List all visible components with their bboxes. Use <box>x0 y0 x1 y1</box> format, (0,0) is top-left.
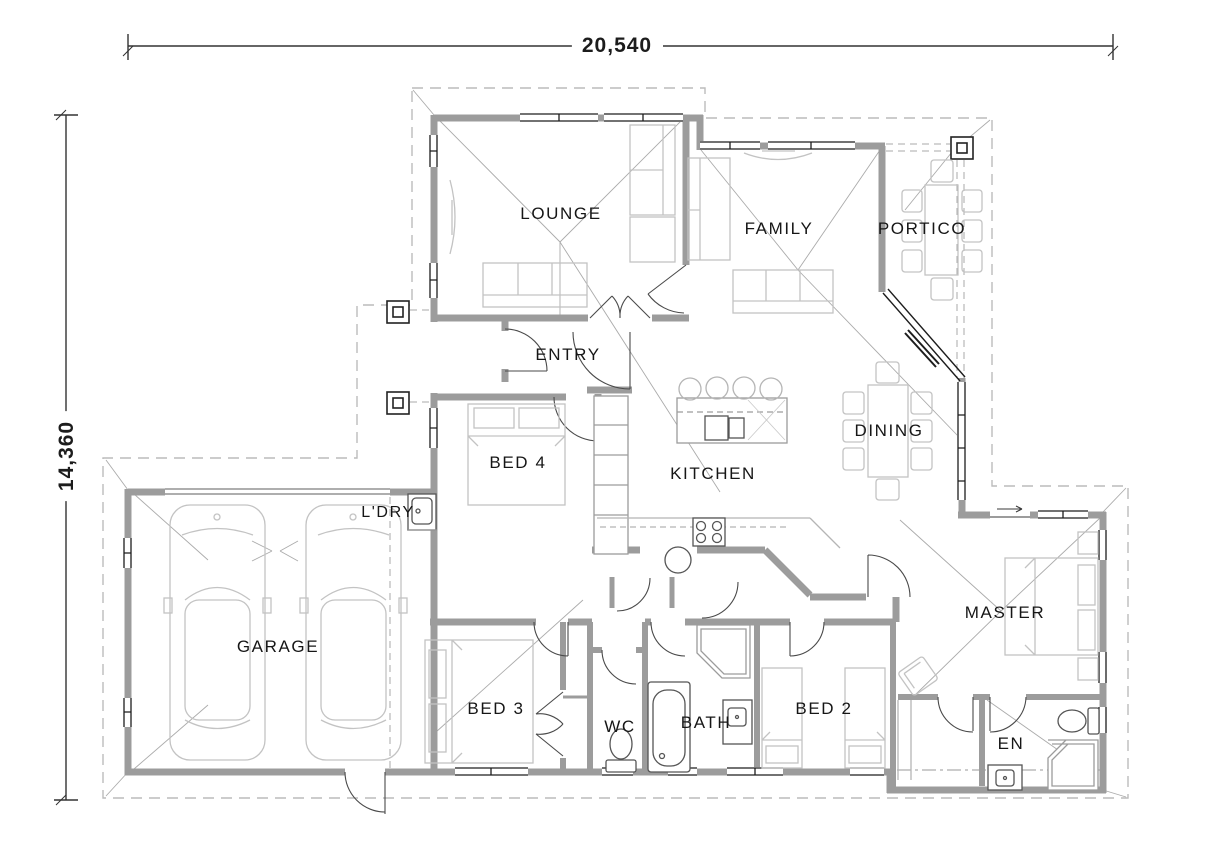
kitchen-island-icon <box>676 376 788 444</box>
room-label-bath: BATH <box>680 713 732 732</box>
dimension-width-label: 20,540 <box>571 34 663 58</box>
room-label-bed2: BED 2 <box>795 699 853 718</box>
shower-icon <box>696 624 751 679</box>
sofa-icon <box>732 269 834 314</box>
front-door <box>504 328 548 372</box>
sofa-icon <box>629 124 676 263</box>
windows <box>123 113 1107 776</box>
room-label-kitchen: KITCHEN <box>670 464 756 483</box>
cavity-slider <box>990 505 1030 518</box>
laundry-tub-icon <box>407 493 437 556</box>
cooktop-icon <box>692 517 726 547</box>
toilet-icon <box>605 728 637 773</box>
lounge-door <box>647 264 687 314</box>
bed-icon <box>424 639 534 764</box>
entry-hall-door <box>572 331 631 390</box>
hall-doors <box>616 577 739 619</box>
oven-icon <box>664 546 692 574</box>
shower-icon <box>1047 739 1099 791</box>
fireplace-icon <box>743 150 813 161</box>
garage-door <box>165 488 390 495</box>
room-label-family: FAMILY <box>744 219 814 238</box>
vanity-icon <box>722 699 753 745</box>
french-doors <box>589 295 651 319</box>
dimension-lines <box>54 34 1119 806</box>
wardrobe-shelf-icon <box>897 700 912 780</box>
room-label-ldry: L'DRY <box>361 504 415 521</box>
bed3-door <box>533 621 569 657</box>
bath-door <box>650 621 686 657</box>
vanity-icon <box>987 764 1023 791</box>
outdoor-table-icon <box>901 159 983 301</box>
room-label-portico: PORTICO <box>877 219 967 238</box>
single-bed-icon <box>761 667 886 769</box>
ensuite-door <box>989 696 1027 733</box>
tv-unit-icon <box>449 179 456 255</box>
doors <box>344 264 1027 814</box>
sofa-icon <box>482 262 588 308</box>
bed-icon <box>467 403 566 506</box>
wardrobe-doors <box>535 691 564 757</box>
room-label-en: EN <box>997 734 1025 753</box>
toilet-icon <box>1057 707 1100 735</box>
room-label-master: MASTER <box>964 603 1046 622</box>
living-door <box>867 554 911 598</box>
portico-beam-dashed-lines <box>389 143 965 768</box>
wir-door <box>937 696 974 733</box>
room-label-dining: DINING <box>854 421 924 440</box>
roof-overhang-outline <box>102 87 1129 799</box>
bed-icon <box>1004 531 1099 681</box>
room-label-bed3: BED 3 <box>467 699 525 718</box>
bathtub-icon <box>647 681 691 773</box>
room-label-garage: GARAGE <box>236 637 320 656</box>
car-icon <box>299 504 408 761</box>
pantry-cabinets-icon <box>593 395 629 555</box>
room-label-wc: WC <box>604 717 636 736</box>
dining-table-icon <box>842 361 933 501</box>
stacker-door-glass-wall <box>882 288 966 382</box>
garage-side-door <box>344 771 386 814</box>
posts <box>386 136 974 415</box>
dimension-height-label: 14,360 <box>55 410 79 502</box>
room-label-lounge: LOUNGE <box>520 204 602 223</box>
room-label-bed4: BED 4 <box>489 453 547 472</box>
room-label-entry: ENTRY <box>535 345 601 364</box>
wc-door <box>601 649 637 685</box>
sofa-icon <box>687 157 731 261</box>
armchair-icon <box>898 656 938 696</box>
car-icon <box>163 504 272 761</box>
bed2-door <box>789 621 825 657</box>
